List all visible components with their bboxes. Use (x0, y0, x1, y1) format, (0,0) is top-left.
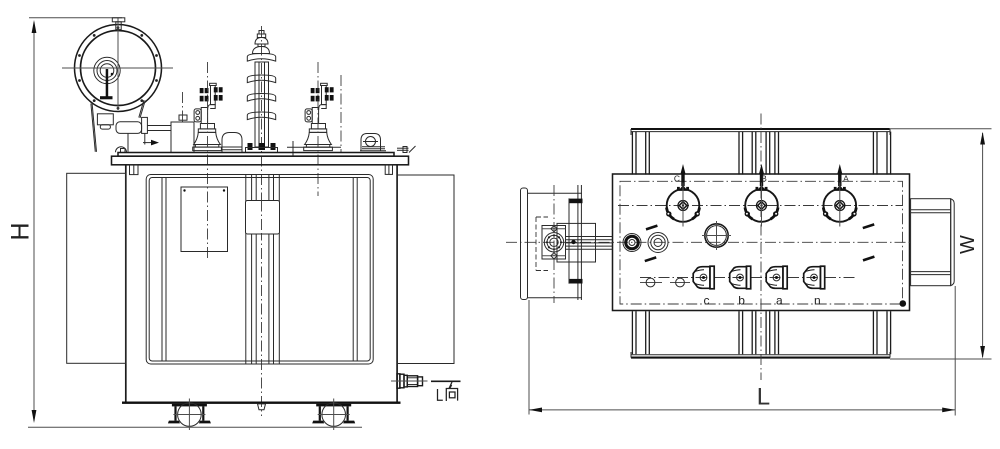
svg-text:A: A (843, 174, 849, 184)
svg-text:W: W (957, 235, 979, 254)
svg-text:L: L (757, 384, 770, 411)
svg-text:H: H (7, 222, 35, 240)
svg-text:C: C (674, 174, 680, 184)
svg-text:n: n (814, 294, 821, 308)
svg-text:B: B (761, 174, 767, 184)
svg-text:c: c (704, 294, 710, 308)
svg-text:a: a (776, 294, 783, 308)
svg-text:b: b (738, 294, 745, 308)
